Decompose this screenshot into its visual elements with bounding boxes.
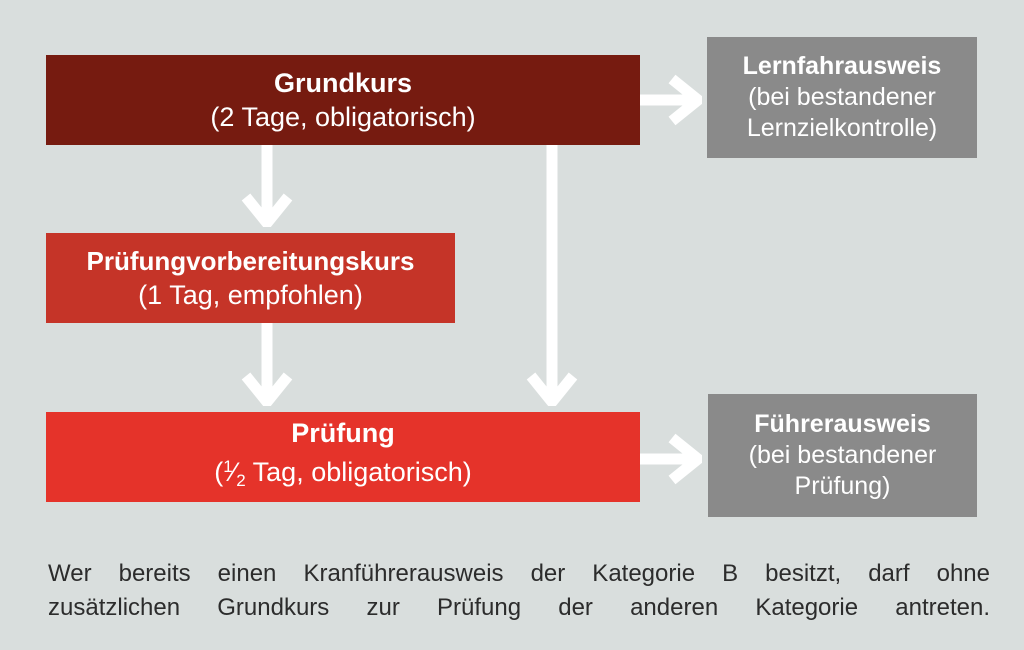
lernfahrausweis-title: Lernfahrausweis: [742, 52, 942, 80]
lernfahrausweis-line2: (bei bestandener: [748, 83, 936, 111]
grundkurs-subtitle: (2 Tage, obligatorisch): [210, 102, 476, 132]
pruefungvorbereitungskurs-subtitle: (1 Tag, empfohlen): [138, 280, 363, 310]
pruefungvorbereitungskurs-box: Prüfungvorbereitungskurs (1 Tag, empfohl…: [46, 233, 455, 323]
pruefung-box: Prüfung (1⁄2 Tag, obligatorisch): [46, 412, 640, 502]
lernfahrausweis-box: Lernfahrausweis (bei bestandener Lernzie…: [707, 37, 977, 158]
footnote-line-1: Wer bereits einen Kranführerausweis der …: [48, 560, 990, 587]
fuehrerausweis-title: Führerausweis: [754, 410, 931, 438]
pruefung-fraction-numerator: 1: [223, 457, 233, 476]
lernfahrausweis-line3: Lernzielkontrolle): [746, 114, 938, 142]
grundkurs-box: Grundkurs (2 Tage, obligatorisch): [46, 55, 640, 145]
pruefungvorbereitungskurs-title: Prüfungvorbereitungskurs: [86, 246, 415, 276]
arrow-pruefungvorbereitungskurs-to-pruefung-icon: [241, 323, 293, 406]
arrow-grundkurs-to-pruefungvorbereitungskurs-icon: [241, 145, 293, 227]
fuehrerausweis-line3: Prüfung): [794, 472, 891, 500]
arrow-pruefung-to-fuehrerausweis-icon: [640, 433, 702, 485]
arrow-grundkurs-to-pruefung-icon: [526, 145, 578, 406]
arrow-grundkurs-to-lernfahrausweis-icon: [640, 74, 702, 126]
fuehrerausweis-box: Führerausweis (bei bestandener Prüfung): [708, 394, 977, 517]
footnote-line-2: zusätzlichen Grundkurs zur Prüfung der a…: [48, 594, 990, 621]
pruefung-subtitle: (1⁄2 Tag, obligatorisch): [214, 450, 472, 498]
pruefung-fraction-slash: ⁄: [231, 457, 237, 487]
grundkurs-title: Grundkurs: [273, 68, 413, 98]
pruefung-subtitle-open: (: [214, 457, 224, 487]
pruefung-subtitle-rest: Tag, obligatorisch): [245, 457, 472, 487]
footnote: Wer bereits einen Kranführerausweis der …: [48, 557, 990, 625]
fuehrerausweis-line2: (bei bestandener: [748, 441, 937, 469]
pruefung-title: Prüfung: [291, 418, 395, 448]
pruefung-fraction-denominator: 2: [236, 471, 246, 490]
